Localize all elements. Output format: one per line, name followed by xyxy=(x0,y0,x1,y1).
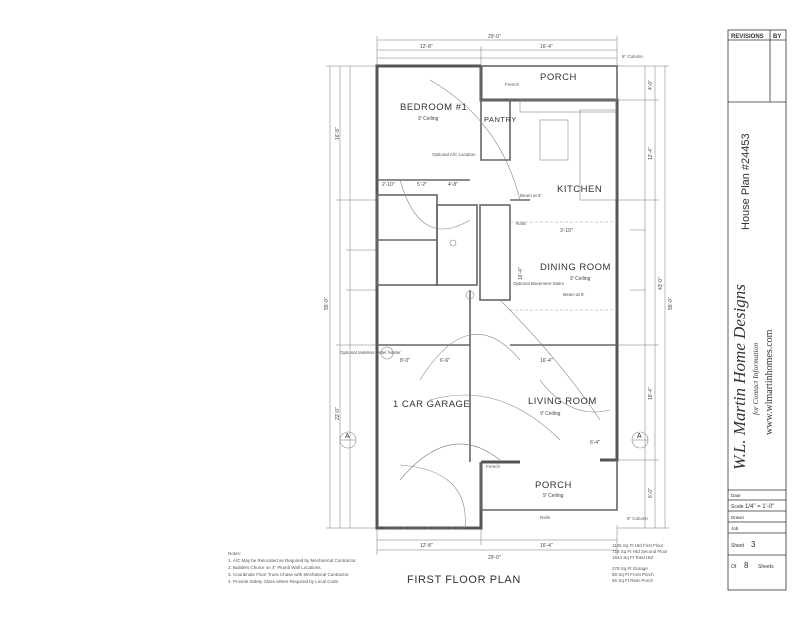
room-pantry: PANTRY xyxy=(484,115,517,124)
walls xyxy=(375,64,619,530)
notes-block: Notes: 1. A/C May be Relocated as Requir… xyxy=(228,551,357,584)
dim-living-depth: 18'-4" xyxy=(648,387,654,400)
area-second-floor: 718 Sq Ft Htd Second Floor xyxy=(612,549,668,554)
dim-kitchen-width: 12'-4" xyxy=(648,147,654,160)
room-porch-top: PORCH xyxy=(540,72,577,83)
room-living: LIVING ROOM xyxy=(528,396,597,407)
dim-bottom-left: 12'-8" xyxy=(420,543,433,549)
date-label: Date xyxy=(731,493,741,498)
area-first-floor: 1126 Sq Ft Htd First Floor xyxy=(612,543,664,548)
rails-bottom: Rails xyxy=(540,515,551,520)
area-summary: 1126 Sq Ft Htd First Floor 718 Sq Ft Htd… xyxy=(612,543,668,583)
annotations: 6" Column 6" Column Beam at 8' Beam at 8… xyxy=(340,54,648,521)
contact-info: for Contact Information xyxy=(751,343,760,415)
dim-overall-width-top: 29'-0" xyxy=(488,34,501,40)
optional-basement-label: Optional Basement Stairs xyxy=(513,281,565,286)
dim-garage-depth: 22'-0" xyxy=(335,407,341,420)
dim-hall-left: 2'-10" xyxy=(382,182,395,188)
company-name: W.L. Martin Home Designs xyxy=(730,284,749,470)
website-text: www.wlmartinhomes.com xyxy=(764,329,775,435)
plan-title: FIRST FLOOR PLAN xyxy=(407,574,521,586)
room-porch-bottom: PORCH xyxy=(535,480,572,491)
dim-living-width: 16'-4" xyxy=(540,358,553,364)
room-bedroom: BEDROOM #1 xyxy=(400,102,467,113)
dim-overall-depth-left: 55'-0" xyxy=(324,297,330,310)
note-2: 2. Builders Choice on 4" Plumb Wall Loca… xyxy=(228,565,322,570)
notes-heading: Notes: xyxy=(228,551,241,556)
sheet-total: 8 xyxy=(744,561,749,570)
optional-tankless-label: Optional tankless water heater xyxy=(340,350,401,355)
drawn-label: Drawn xyxy=(731,515,745,520)
dim-garage-width: 8'-0" xyxy=(400,358,410,364)
room-kitchen: KITCHEN xyxy=(557,184,602,195)
french-door-bottom: French xyxy=(486,464,501,469)
beam-label-dining: Beam at 8' xyxy=(563,292,585,297)
dim-top-left: 12'-8" xyxy=(420,44,433,50)
area-front-porch: 58 Sq Ft Front Porch xyxy=(612,572,654,577)
dim-overall-depth-right: 55'-0" xyxy=(668,297,674,310)
note-3: 3. Coordinate Floor Truss Chase with Mec… xyxy=(228,572,350,577)
ceiling-living: 9' Ceiling xyxy=(540,411,561,417)
sheet-number: 3 xyxy=(751,540,756,549)
scale-label: Scale xyxy=(731,504,744,510)
french-door-top: French xyxy=(505,82,520,87)
electrical-layout xyxy=(380,79,611,481)
dimension-lines xyxy=(326,36,669,555)
beam-label-kitchen: Beam at 8' xyxy=(520,193,542,198)
dim-hall-mid: 5'-2" xyxy=(417,182,427,188)
ceiling-bedroom: 9' Ceiling xyxy=(418,116,439,122)
plan-number: House Plan #24453 xyxy=(740,133,752,230)
area-garage: 278 Sq Ft Garage xyxy=(612,566,648,571)
sheet-label: Sheet xyxy=(731,543,745,549)
rails-top: Rails xyxy=(516,221,527,226)
section-markers: A A xyxy=(339,431,649,449)
ceiling-dining: 9' Ceiling xyxy=(570,276,591,282)
dim-dining-height: 16'-4" xyxy=(518,267,524,280)
column-label-top: 6" Column xyxy=(622,54,643,59)
area-total: 1844 Sq Ft Total Htd xyxy=(612,555,653,560)
dim-living-sub: 6'-4" xyxy=(590,440,600,446)
note-1: 1. A/C May be Relocated as Required by M… xyxy=(228,558,357,563)
dim-top-right: 16'-4" xyxy=(540,44,553,50)
ceiling-porch: 9' Ceiling xyxy=(543,493,564,499)
room-labels: PORCH BEDROOM #1 9' Ceiling PANTRY KITCH… xyxy=(393,72,611,499)
revisions-by-header: BY xyxy=(773,34,781,40)
dim-bedroom-depth: 16'-8" xyxy=(335,127,341,140)
dim-hall-right: 4'-8" xyxy=(448,182,458,188)
dim-porch-depth: 4'-0" xyxy=(648,80,654,90)
dim-dining-depth: 43'-0" xyxy=(658,277,664,290)
note-4: 4. Provide Safety Glass where Required b… xyxy=(228,579,339,584)
column-label-bottom: 6" Column xyxy=(627,516,648,521)
title-block-frame xyxy=(727,29,787,591)
of-label: Of xyxy=(731,564,737,570)
dimension-labels: 29'-0" 12'-8" 16'-4" 12'-8" 16'-4" 29'-0… xyxy=(324,34,674,561)
room-garage: 1 CAR GARAGE xyxy=(393,399,470,410)
revisions-header: REVISIONS xyxy=(731,34,764,40)
area-rear-porch: 65 Sq Ft Rear Porch xyxy=(612,578,654,583)
dim-bottom-right: 16'-4" xyxy=(540,543,553,549)
section-label-right: A xyxy=(637,433,642,440)
section-label-left: A xyxy=(345,433,350,440)
scale-value: 1/4" = 1'-0" xyxy=(745,504,774,510)
job-label: Job xyxy=(731,526,739,531)
optional-ac-label: Optional A/C Location xyxy=(432,152,476,157)
dim-porch-bottom-depth: 6'-0" xyxy=(648,488,654,498)
title-block: REVISIONS BY House Plan #24453 W.L. Mart… xyxy=(727,29,787,591)
dim-kitchen: 3'-10" xyxy=(560,228,573,234)
sheets-label: Sheets xyxy=(758,564,774,570)
dim-stair-width: 6'-6" xyxy=(440,358,450,364)
room-dining: DINING ROOM xyxy=(540,262,611,273)
dim-overall-width-bottom: 29'-0" xyxy=(488,555,501,561)
